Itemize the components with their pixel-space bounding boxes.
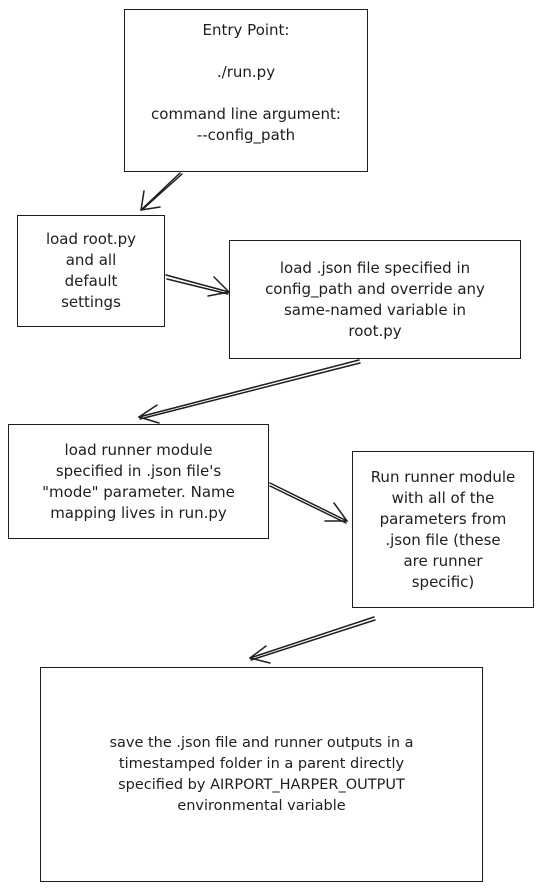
arrow-entry-to-load-root: [140, 172, 183, 211]
run-runner-line: with all of the: [391, 488, 495, 507]
save-output-line: environmental variable: [177, 797, 346, 814]
run-runner-line: specific): [411, 572, 475, 591]
save-output-line: save the .json file and runner outputs i…: [109, 734, 414, 751]
load-runner-line: specified in .json file's: [55, 461, 222, 480]
load-root-line: settings: [61, 293, 121, 311]
entry-point-box: Entry Point: ./run.py command line argum…: [124, 9, 368, 172]
run-runner-line: are runner: [403, 551, 483, 570]
load-json-line: config_path and override any: [265, 279, 485, 298]
load-json-box: load .json file specified in config_path…: [229, 240, 521, 359]
entry-point-file: ./run.py: [216, 63, 276, 81]
entry-point-title: Entry Point:: [202, 21, 290, 39]
arrow-load-root-to-load-json: [165, 274, 230, 297]
run-runner-line: .json file (these: [385, 530, 501, 549]
load-runner-line: "mode" parameter. Name: [42, 482, 235, 501]
save-output-line: specified by AIRPORT_HARPER_OUTPUT: [118, 776, 405, 793]
save-output-line: timestamped folder in a parent directly: [118, 755, 405, 772]
run-runner-line: Run runner module: [370, 467, 516, 486]
load-root-line: default: [64, 272, 118, 290]
arrow-run-runner-to-save: [249, 616, 376, 664]
load-json-line: load .json file specified in: [279, 258, 471, 277]
load-root-line: and all: [65, 251, 117, 269]
arrow-load-json-to-load-runner: [138, 359, 361, 424]
load-runner-line: load runner module: [64, 440, 213, 459]
arrow-load-runner-to-run-runner: [269, 482, 348, 524]
run-runner-box: Run runner module with all of the parame…: [352, 451, 534, 608]
load-json-line: root.py: [348, 321, 402, 340]
entry-point-arg-value: --config_path: [196, 126, 296, 144]
save-output-box: save the .json file and runner outputs i…: [40, 667, 483, 882]
load-root-line: load root.py: [45, 230, 137, 248]
load-root-box: load root.py and all default settings: [17, 215, 165, 327]
run-runner-line: parameters from: [379, 509, 507, 528]
entry-point-arg-label: command line argument:: [151, 105, 341, 123]
load-runner-line: mapping lives in run.py: [50, 503, 227, 522]
load-runner-box: load runner module specified in .json fi…: [8, 424, 269, 539]
load-json-line: same-named variable in: [283, 300, 467, 319]
